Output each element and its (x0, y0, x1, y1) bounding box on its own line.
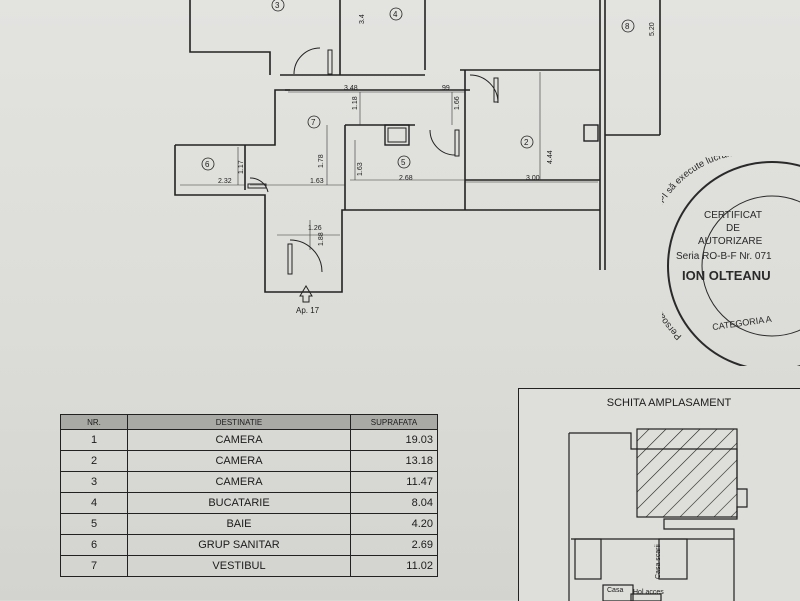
stamp-arc-text: Persoană fizică autorizată de ANCPI să e… (662, 156, 764, 342)
cell-suprafata: 19.03 (350, 429, 438, 451)
dim-label: 1.78 (318, 154, 325, 168)
cell-destinatie: BUCATARIE (127, 492, 351, 514)
label-hol-acces: Hol acces (633, 589, 664, 596)
header-suprafata: SUPRAFATA (350, 414, 438, 430)
stamp-line3: AUTORIZARE (698, 236, 763, 247)
room-number-6: 6 (205, 160, 210, 169)
room-number-2: 2 (524, 138, 529, 147)
entry-arrow-icon (299, 285, 313, 303)
dim-label: 1.17 (238, 160, 245, 174)
dim-label: 2.32 (218, 178, 232, 185)
site-sketch-title: SCHITA AMPLASAMENT (606, 397, 732, 409)
label-casa-scarii: Casa scarii (655, 544, 662, 579)
dim-label: 5.20 (649, 22, 656, 36)
cell-suprafata: 11.47 (350, 471, 438, 493)
cell-suprafata: 4.20 (350, 513, 438, 535)
dim-label: 2.68 (399, 175, 413, 182)
cell-nr: 4 (60, 492, 128, 514)
dim-label: 3.48 (344, 85, 358, 92)
cell-destinatie: CAMERA (127, 471, 351, 493)
cell-destinatie: CAMERA (127, 450, 351, 472)
stamp-line2: DE (726, 223, 740, 234)
label-casa: Casa (607, 587, 624, 594)
stamp-line1: CERTIFICAT (704, 210, 762, 221)
header-nr: NR. (60, 414, 128, 430)
cell-destinatie: CAMERA (127, 429, 351, 451)
cell-destinatie: VESTIBUL (127, 555, 351, 577)
cell-nr: 7 (60, 555, 128, 577)
dim-label: 1.63 (357, 162, 364, 176)
dim-label: 1.63 (310, 178, 324, 185)
cell-nr: 2 (60, 450, 128, 472)
room-number-4: 4 (393, 10, 398, 19)
cell-suprafata: 11.02 (350, 555, 438, 577)
dim-label: 1.18 (352, 96, 359, 110)
cell-destinatie: BAIE (127, 513, 351, 535)
stamp-line4: Seria RO-B-F Nr. 071 (676, 251, 772, 262)
dim-label: 3.4 (359, 14, 366, 24)
site-sketch-drawing (568, 428, 748, 601)
header-destinatie: DESTINATIE (127, 414, 351, 430)
room-number-8: 8 (625, 22, 630, 31)
cell-suprafata: 2.69 (350, 534, 438, 556)
entry-label: Ap. 17 (296, 306, 320, 315)
authorization-stamp: Persoană fizică autorizată de ANCPI să e… (662, 156, 800, 366)
cell-destinatie: GRUP SANITAR (127, 534, 351, 556)
site-sketch: SCHITA AMPLASAMENT Casa scarii Casa Hol … (518, 388, 800, 601)
cell-nr: 1 (60, 429, 128, 451)
cell-suprafata: 8.04 (350, 492, 438, 514)
dim-label: .99 (440, 85, 450, 92)
stamp-name: ION OLTEANU (682, 268, 771, 283)
room-number-7: 7 (311, 118, 316, 127)
dim-label: 4.44 (547, 150, 554, 164)
dim-label: 3.00 (526, 175, 540, 182)
room-number-5: 5 (401, 158, 406, 167)
dim-label: 1.88 (318, 232, 325, 246)
dim-label: 1.26 (308, 225, 322, 232)
cell-nr: 3 (60, 471, 128, 493)
dim-label: 1.66 (454, 96, 461, 110)
svg-text:Persoană fizică autorizată de: Persoană fizică autorizată de ANCPI să e… (662, 156, 764, 342)
table-header-row: NR. DESTINATIE SUPRAFATA (60, 414, 438, 430)
cell-nr: 5 (60, 513, 128, 535)
cell-suprafata: 13.18 (350, 450, 438, 472)
room-number-3: 3 (275, 1, 280, 10)
cell-nr: 6 (60, 534, 128, 556)
